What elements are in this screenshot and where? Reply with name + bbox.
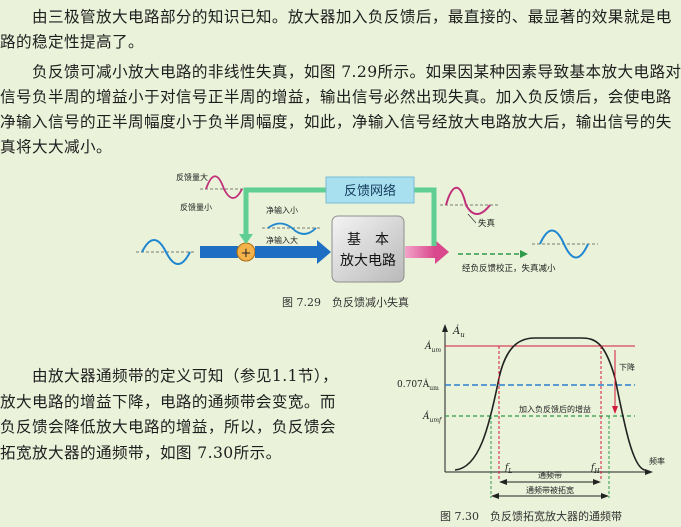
drop-label: 下降 — [619, 362, 635, 372]
feedback-gain-label: 加入负反馈后的增益 — [519, 404, 591, 414]
feedback-path — [414, 187, 437, 246]
fh-label: fH — [590, 463, 600, 475]
paragraph-line: 信号负半周的增益小于对信号正半周的增益，输出信号必然出现失真。加入负反馈后，会使… — [0, 88, 672, 106]
summing-symbol: + — [241, 246, 252, 261]
figure-7-29-diagram: + 基 本 放大电路 经负反馈校正，失真减小 反馈网络 反馈量大 反馈量小 净输… — [136, 172, 598, 283]
feedback-large-label: 反馈量大 — [176, 172, 208, 182]
net-input-arrow-body — [255, 246, 317, 258]
tick-0707: 0.707Ȧum — [397, 378, 439, 392]
paragraph-line: 放大电路的增益下降，电路的通频带会变宽。而 — [0, 392, 336, 411]
input-arrow-body — [200, 246, 238, 258]
corrected-label: 经负反馈校正，失真减小 — [462, 263, 556, 274]
corrected-arrow-head — [520, 250, 528, 258]
net-input-sine-wave — [267, 222, 317, 235]
output-arrow-head — [435, 240, 449, 264]
distorted-sine-wave — [445, 186, 491, 215]
passband-arrow-right — [593, 479, 601, 485]
fl-label: fL — [504, 463, 512, 475]
gain-curve — [454, 337, 646, 471]
paragraph-distortion: 负反馈可减小放大电路的非线性失真，如图 7.29所示。如果因某种因素导致基本放大… — [0, 60, 681, 160]
paragraph-line: 负反馈会降低放大电路的增益，所以，负反馈会 — [0, 418, 336, 436]
amplifier-label-line1: 基 本 — [347, 231, 389, 248]
x-axis-label: 频率 — [649, 456, 665, 466]
output-sine-wave — [539, 229, 589, 259]
feedback-small-label: 反馈量小 — [180, 202, 212, 212]
paragraph-line: 净输入信号的正半周幅度小于负半周幅度，如此，净输入信号经放大电路放大后，输出信号… — [0, 113, 672, 131]
paragraph-line: 真将大大减小。 — [0, 138, 112, 156]
feedback-sine-wave — [205, 175, 243, 199]
distortion-pointer — [467, 213, 477, 224]
feedback-arrow-head — [239, 234, 253, 244]
feedback-network-box — [325, 176, 415, 204]
amplifier-label-line2: 放大电路 — [340, 253, 396, 269]
drop-arrow-head — [612, 406, 618, 414]
paragraph-line: 由放大器通频带的定义可知（参见1.1节）， — [0, 367, 339, 385]
widened-arrow-left — [491, 493, 499, 499]
distortion-label: 失真 — [478, 218, 496, 229]
passband-arrow-left — [499, 479, 507, 485]
tick-aum: Ȧum — [424, 340, 441, 354]
passband-label: 通频带 — [538, 470, 562, 480]
net-input-small-label: 净输入小 — [266, 205, 298, 215]
paragraph-stability: 由三极管放大电路部分的知识已知。放大器加入负反馈后，最直接的、最显著的效果就是电… — [0, 5, 672, 55]
x-axis-arrow — [645, 469, 653, 475]
figure-7-29-caption: 图 7.29 负反馈减小失真 — [282, 296, 409, 309]
paragraph-line: 路的稳定性提高了。 — [0, 33, 144, 51]
basic-amplifier-box — [331, 215, 405, 283]
y-axis-label: Ȧu — [452, 325, 465, 339]
widened-passband-label: 通频带被拓宽 — [526, 485, 574, 495]
feedback-network-label: 反馈网络 — [344, 183, 396, 199]
figure-7-30-diagram: Ȧu 频率 Ȧum 0.707Ȧum Ȧumf 下降 加入负反馈后的增益 fL … — [397, 324, 665, 499]
paragraph-line: 由三极管放大电路部分的知识已知。放大器加入负反馈后，最直接的、最显著的效果就是电 — [0, 8, 672, 26]
y-axis-arrow — [442, 324, 448, 332]
figure-7-30-caption: 图 7.30 负反馈拓宽放大器的通频带 — [440, 510, 622, 523]
paragraph-line: 拓宽放大器的通频带，如图 7.30所示。 — [0, 443, 282, 462]
feedback-path-return — [243, 187, 326, 236]
input-sine-wave — [141, 239, 191, 265]
net-input-large-label: 净输入大 — [266, 235, 298, 245]
paragraph-bandwidth: 由放大器通频带的定义可知（参见1.1节）， 放大电路的增益下降，电路的通频带会变… — [0, 364, 338, 466]
paragraph-line: 负反馈可减小放大电路的非线性失真，如图 7.29所示。如果因某种因素导致基本放大… — [0, 63, 681, 81]
tick-aumf: Ȧumf — [422, 410, 443, 424]
net-input-arrow-head — [317, 240, 331, 264]
output-arrow-body — [405, 246, 435, 258]
widened-arrow-right — [601, 493, 609, 499]
